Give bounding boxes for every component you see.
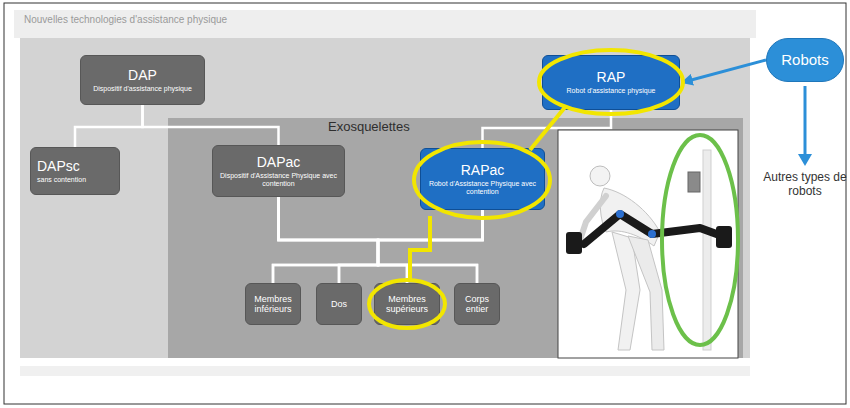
tree-connector [273,210,483,283]
highlight-ellipse [662,135,738,345]
highlight-ellipse [539,50,683,114]
region-band: ExosquelettesDAPacDispositif d'Assistanc… [168,118,743,358]
node-title: DAPsc [37,158,80,174]
marker [616,210,624,218]
robots-pill: Robots [766,38,844,82]
robot-box: RAPacRobot d'Assistance Physique avec co… [420,148,545,210]
highlight-line [410,216,430,280]
tree-connector [378,210,483,283]
arrow-head [798,154,812,166]
person-head [590,166,610,186]
device [688,172,700,192]
node-title: Membres inférieurs [250,294,296,315]
frame [4,3,846,404]
category-box: Membres supérieurs [374,283,440,325]
category-box: Corps entier [454,283,500,325]
tree-connector [75,105,143,147]
category-box: Dos [316,283,362,325]
category-box: Membres inférieurs [245,283,301,325]
process-box: DAPsc sans contention [30,147,120,195]
panel [20,38,750,358]
highlight-line [530,106,566,150]
node-subtitle: Robot d'assistance physique [567,87,656,95]
process-box: DAPacDispositif d'Assistance Physique av… [212,145,345,197]
robot-arm [584,214,722,244]
robot-box: RAP Robot d'assistance physique [542,55,680,110]
note-label: Autres types de robots [762,170,848,199]
process-box: DAP Dispositif d'assistance physique [80,55,205,105]
node-subtitle: Dispositif d'assistance physique [93,85,192,93]
pole [703,150,711,350]
arrow-connector [682,60,766,83]
exoskeleton-region [168,118,743,358]
tree-connector [143,105,279,145]
tree-connector [378,210,483,283]
node-title: RAPac [461,162,505,178]
person-leg [628,236,664,350]
highlight-ellipse [369,280,445,328]
illustration-frame [558,130,738,358]
node-title: DAPac [257,154,301,170]
node-subtitle: Robot d'Assistance Physique avec content… [425,180,540,197]
highlight-ellipse [414,142,550,218]
node-title: Dos [331,299,347,309]
node-subtitle: Dispositif d'Assistance Physique avec co… [217,172,340,189]
arrow-line [804,86,807,156]
robot-handle [566,232,582,254]
node-title: Corps entier [459,294,495,315]
blurred-strip [20,366,750,376]
marker [648,230,656,238]
node-subtitle: sans contention [37,176,86,184]
top-strip [14,10,756,38]
node-title: Robots [781,52,829,69]
tree-connector [339,210,483,283]
node-title: DAP [128,67,157,83]
node-title: Membres supérieurs [379,294,435,315]
title: Nouvelles technologies d'assistance phys… [24,14,227,25]
node-title: RAP [597,69,626,85]
node-title: Exosquelettes [328,119,743,135]
robot-handle [716,226,732,248]
